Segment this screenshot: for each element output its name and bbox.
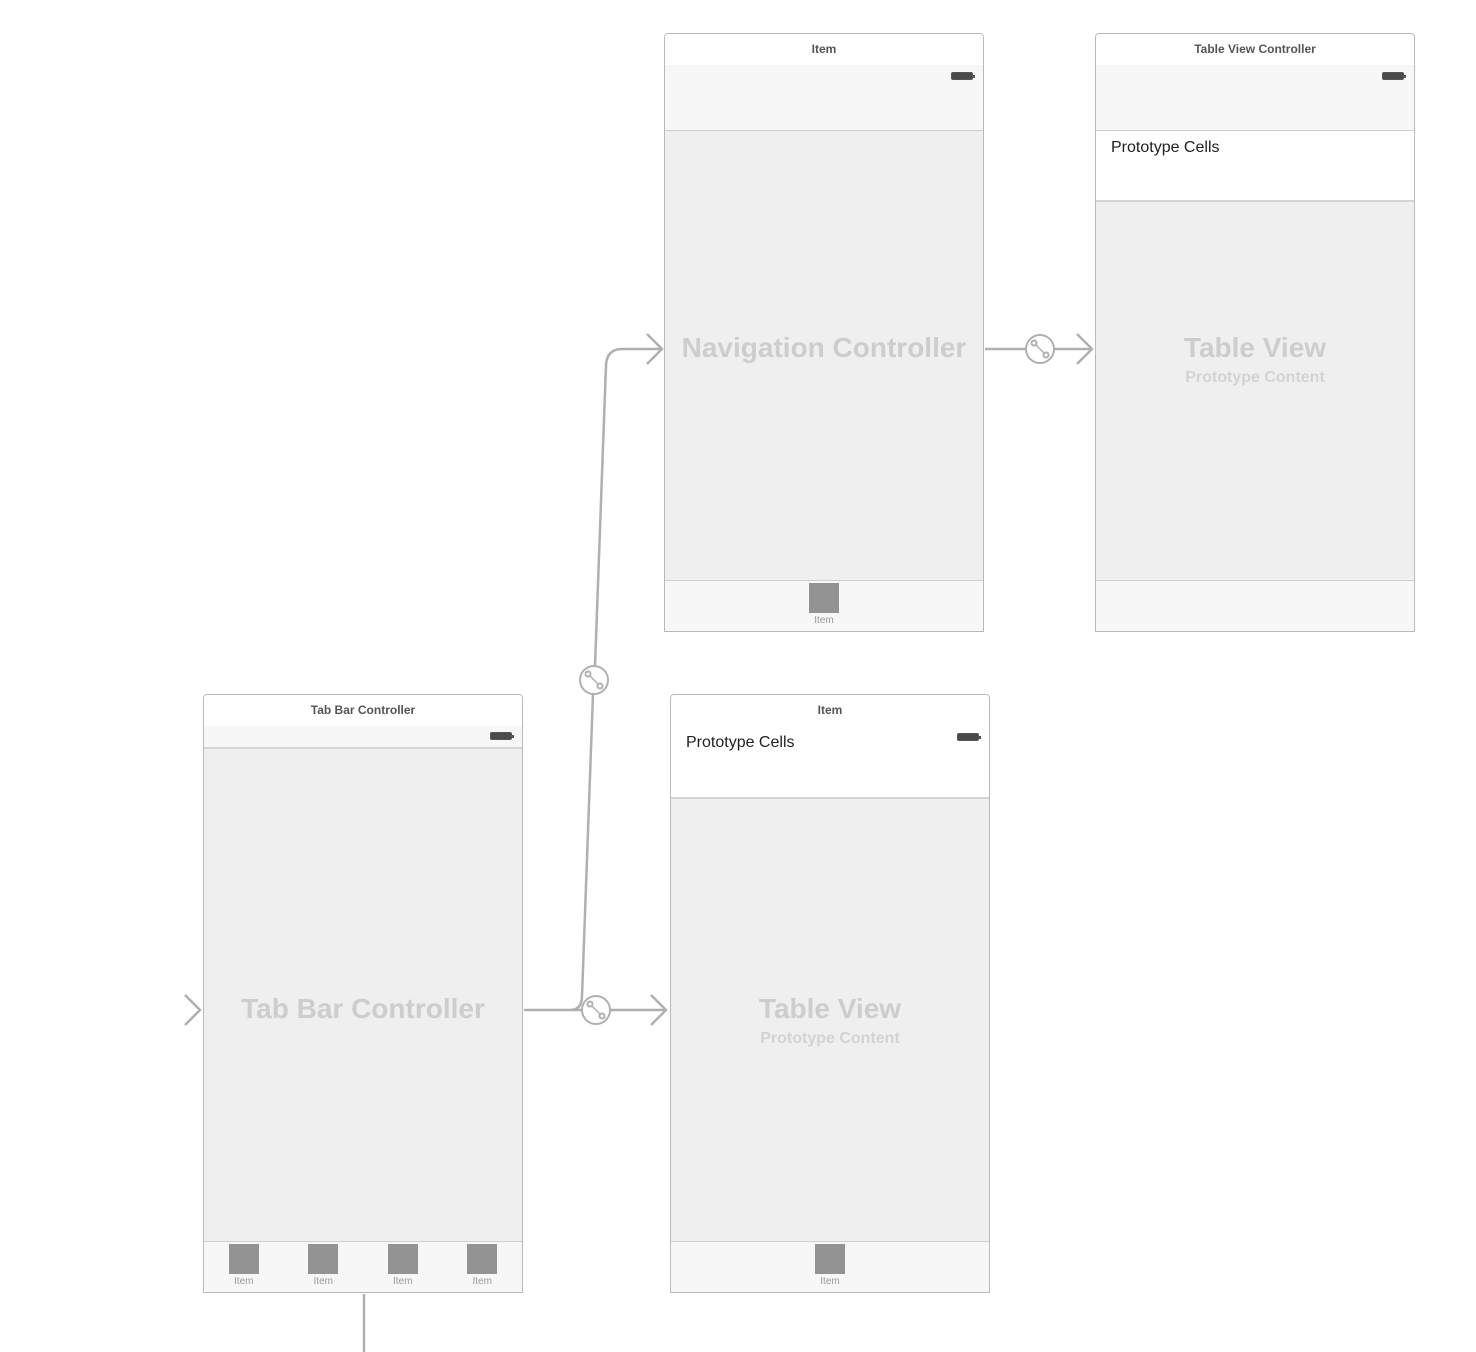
tab-item-icon: [308, 1244, 339, 1274]
table-view-subtitle: Prototype Content: [760, 1030, 900, 1047]
prototype-cells-label: Prototype Cells: [686, 734, 795, 751]
tab-bar-item[interactable]: Item: [214, 1242, 274, 1292]
navigation-bar: [1096, 65, 1414, 131]
tab-item-label: Item: [472, 1276, 492, 1287]
tab-bar: Item: [671, 1241, 989, 1292]
tab-item-icon: [809, 583, 839, 613]
segue-icons: [579, 334, 1055, 1025]
prototype-cells-label: Prototype Cells: [1111, 139, 1220, 156]
tab-item-icon: [387, 1244, 418, 1274]
table-view-title: Table View: [1183, 332, 1327, 363]
tab-item-label: Item: [313, 1276, 333, 1287]
table-view-title: Table View: [758, 993, 902, 1024]
segue-tabbar-to-navigation[interactable]: [569, 333, 664, 1012]
table-view-controller-scene[interactable]: Table View Controller Prototype Cells Ta…: [1095, 33, 1415, 632]
navigation-controller-scene[interactable]: Item Navigation Controller Item: [664, 33, 984, 632]
table-view-subtitle: Prototype Content: [1185, 369, 1325, 386]
scene-title[interactable]: Item: [671, 695, 989, 727]
bottom-bar: [1096, 580, 1414, 631]
status-bar: [204, 726, 522, 749]
tab-bar-item[interactable]: Item: [373, 1242, 433, 1292]
scene-placeholder-title: Navigation Controller: [681, 332, 967, 363]
tab-bar-item[interactable]: Item: [452, 1242, 512, 1292]
scene-title[interactable]: Table View Controller: [1096, 34, 1414, 66]
tab-item-label: Item: [393, 1276, 413, 1287]
scene-title[interactable]: Tab Bar Controller: [204, 695, 522, 727]
tab-bar: Item Item Item Item: [204, 1241, 522, 1292]
battery-icon: [957, 733, 981, 741]
battery-icon: [1382, 72, 1406, 80]
tab-bar-controller-scene[interactable]: Tab Bar Controller Tab Bar Controller It…: [203, 694, 523, 1293]
segue-icon[interactable]: [1025, 334, 1055, 364]
battery-icon: [490, 732, 514, 740]
table-item-scene[interactable]: Item Prototype Cells Table View Prototyp…: [670, 694, 990, 1293]
tab-bar-item[interactable]: Item: [800, 1242, 860, 1292]
tab-bar: Item: [665, 580, 983, 631]
tab-item-label: Item: [234, 1276, 254, 1287]
tab-bar-item[interactable]: Item: [794, 581, 854, 631]
tab-item-icon: [467, 1244, 498, 1274]
segue-icon[interactable]: [579, 665, 609, 695]
tab-item-icon: [228, 1244, 259, 1274]
tab-item-label: Item: [820, 1276, 840, 1287]
navigation-bar: [665, 65, 983, 131]
tab-item-label: Item: [814, 615, 834, 626]
segue-icon[interactable]: [581, 995, 611, 1025]
prototype-cells[interactable]: Prototype Cells: [1096, 131, 1414, 202]
tab-bar-item[interactable]: Item: [293, 1242, 353, 1292]
prototype-cells[interactable]: Prototype Cells: [671, 726, 989, 799]
battery-icon: [951, 72, 975, 80]
scene-placeholder-title: Tab Bar Controller: [241, 993, 485, 1024]
initial-entry-arrow: [105, 994, 202, 1026]
tab-item-icon: [815, 1244, 845, 1274]
scene-title[interactable]: Item: [665, 34, 983, 66]
segue-navigation-to-tableview[interactable]: [985, 333, 1094, 365]
